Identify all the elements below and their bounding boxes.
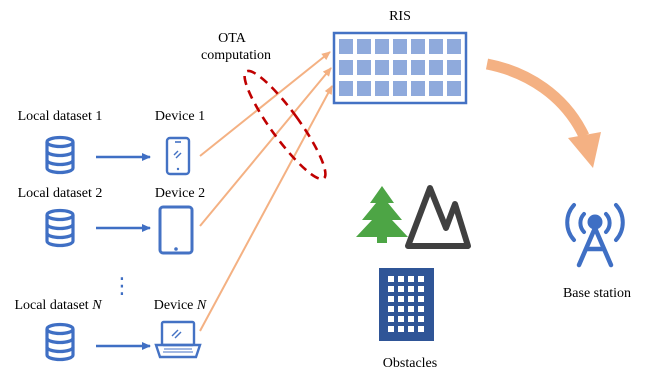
dataset-n-label: Local dataset N	[14, 298, 102, 313]
ris-element	[411, 60, 425, 75]
building-window	[418, 296, 424, 302]
ris-element	[393, 60, 407, 75]
building-window	[398, 296, 404, 302]
ris-element	[447, 60, 461, 75]
ris-element	[375, 60, 389, 75]
ota-ellipse	[243, 69, 327, 181]
ris-element	[393, 81, 407, 96]
ris-label: RIS	[389, 9, 411, 24]
ris-element	[357, 81, 371, 96]
building-window	[408, 316, 414, 322]
building-window	[418, 316, 424, 322]
device-n-label: Device N	[154, 298, 207, 313]
building-window	[408, 306, 414, 312]
device-n-var: N	[196, 298, 207, 313]
uplink-arrow-device-2	[199, 67, 332, 227]
building-window	[388, 306, 394, 312]
ris-element	[375, 39, 389, 54]
ris-element	[447, 39, 461, 54]
tree-icon	[356, 186, 408, 243]
building-window	[398, 286, 404, 292]
building-window	[398, 306, 404, 312]
ris-element	[357, 39, 371, 54]
building-window	[398, 276, 404, 282]
uplink-arrow-device-1	[199, 51, 331, 157]
building-window	[388, 276, 394, 282]
ris-element	[411, 39, 425, 54]
ris-element	[375, 81, 389, 96]
database-icon	[45, 322, 75, 362]
base-station-label: Base station	[563, 286, 631, 301]
ris-element	[429, 39, 443, 54]
tablet-icon	[158, 205, 194, 255]
laptop-icon	[154, 320, 202, 359]
building-window	[408, 326, 414, 332]
building-window	[398, 326, 404, 332]
ota-label-line1: OTA	[218, 31, 247, 46]
ris-panel-icon	[332, 31, 468, 105]
device-n-prefix: Device	[154, 298, 197, 313]
building-window	[408, 296, 414, 302]
building-window	[418, 306, 424, 312]
building-window	[408, 276, 414, 282]
dataset-n-var: N	[91, 298, 102, 313]
uplink-arrow-device-n	[199, 85, 333, 332]
device-1-label: Device 1	[155, 109, 205, 124]
mountain-icon	[405, 185, 471, 249]
building-window	[388, 326, 394, 332]
database-icon	[45, 135, 75, 175]
database-icon	[45, 208, 75, 248]
ris-element	[339, 81, 353, 96]
ris-element	[447, 81, 461, 96]
ris-element	[411, 81, 425, 96]
dataset-n-prefix: Local dataset	[14, 298, 92, 313]
obstacles-label: Obstacles	[383, 356, 437, 371]
ris-element	[429, 60, 443, 75]
ris-element	[339, 60, 353, 75]
ris-element	[339, 39, 353, 54]
building-window	[388, 296, 394, 302]
building-window	[408, 286, 414, 292]
smartphone-icon	[165, 136, 191, 176]
ellipsis-dots: ⋮	[111, 274, 133, 299]
building-window	[388, 316, 394, 322]
building-window	[418, 286, 424, 292]
building-window	[418, 326, 424, 332]
ota-label-line2: computation	[201, 48, 271, 63]
radio-tower-icon	[565, 203, 625, 268]
building-window	[398, 316, 404, 322]
ris-to-base-station-arrow	[485, 58, 601, 168]
building-window	[388, 286, 394, 292]
building-window	[418, 276, 424, 282]
ris-element	[357, 60, 371, 75]
dataset-2-label: Local dataset 2	[18, 186, 103, 201]
device-2-label: Device 2	[155, 186, 205, 201]
dataset-1-label: Local dataset 1	[18, 109, 103, 124]
ris-element	[429, 81, 443, 96]
building-icon	[379, 268, 434, 341]
ris-element	[393, 39, 407, 54]
